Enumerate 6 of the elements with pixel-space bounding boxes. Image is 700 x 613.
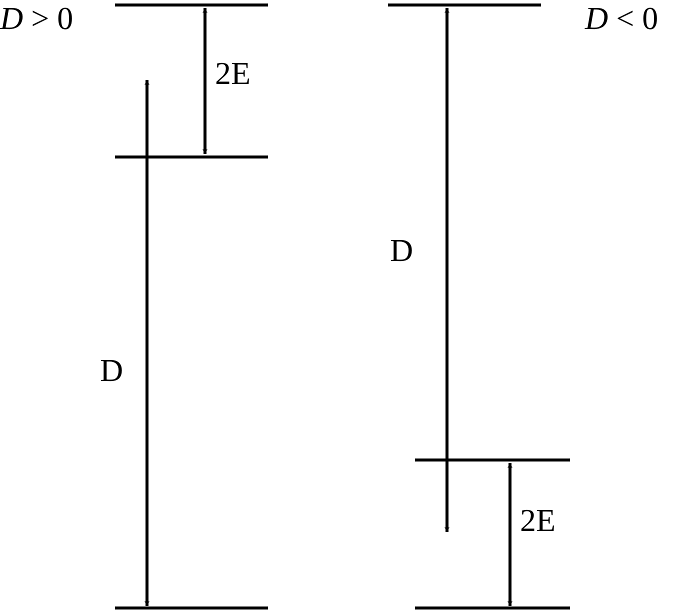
sign-label: D < 0 [585, 0, 658, 36]
dimension-label: 2E [520, 502, 556, 538]
dimension-label: 2E [215, 55, 251, 91]
sign-label: D > 0 [0, 0, 74, 36]
dimension-label: D [390, 232, 414, 268]
dimension-label: D [100, 352, 124, 388]
